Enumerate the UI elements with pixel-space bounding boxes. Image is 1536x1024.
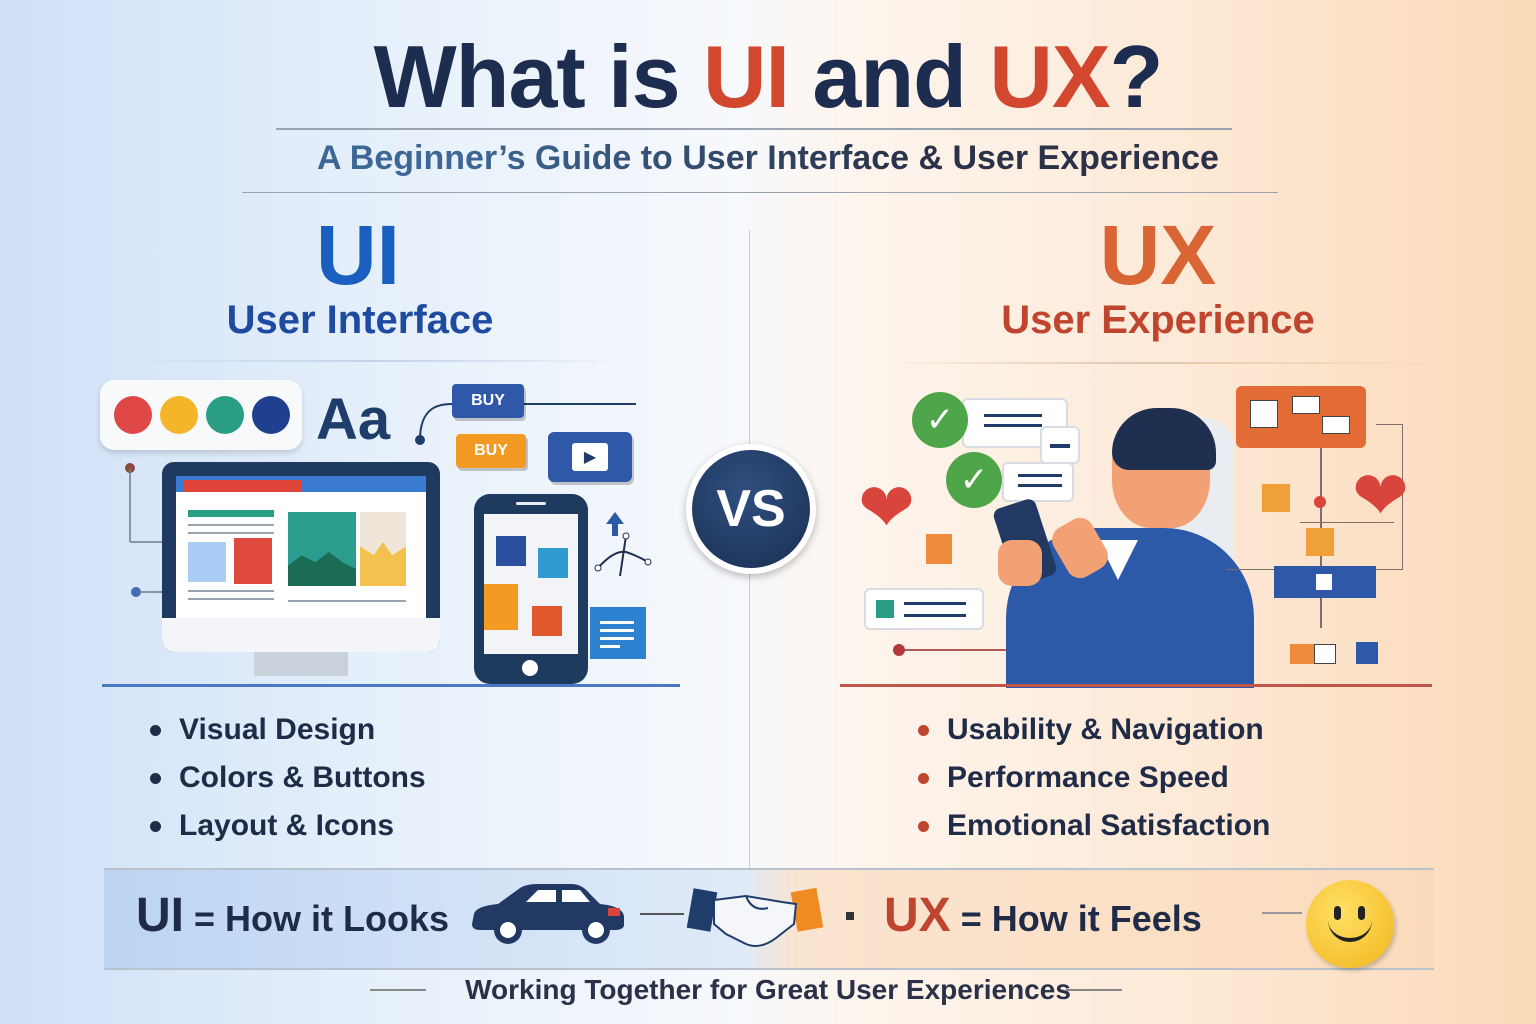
ui-top-rule <box>110 360 630 362</box>
ui-key: UI <box>136 889 184 942</box>
connector-lines-left <box>125 463 164 597</box>
video-player: ▶ <box>548 432 632 482</box>
color-palette <box>100 380 302 450</box>
bullet-icon <box>918 772 929 784</box>
ui-heading: UI <box>316 208 400 302</box>
list-item: Layout & Icons <box>150 802 426 850</box>
connector-line <box>640 913 684 915</box>
check-icon: ✓ <box>912 392 968 448</box>
wireframe-block <box>1236 386 1366 448</box>
heart-icon: ❤ <box>1352 458 1409 534</box>
ux-bottom-rule <box>840 684 1432 687</box>
minus-bubble <box>1040 426 1080 464</box>
list-item: Visual Design <box>150 706 426 754</box>
list-item: Usability & Navigation <box>918 706 1270 754</box>
smiley-icon <box>1306 880 1394 968</box>
ui-bullet-list: Visual Design Colors & Buttons Layout & … <box>150 706 426 850</box>
message-bubble <box>1002 462 1074 502</box>
title-text: What is <box>373 27 703 126</box>
ux-subheading: User Experience <box>1001 298 1315 342</box>
page-subtitle: A Beginner’s Guide to User Interface & U… <box>0 136 1536 180</box>
orange-tag <box>926 534 952 564</box>
chat-bubble <box>864 588 984 630</box>
vector-pen-icon <box>594 512 652 577</box>
flow-node <box>1262 484 1290 512</box>
ui-bottom-rule <box>102 684 680 687</box>
title-rule <box>276 128 1232 130</box>
monitor-stand <box>254 652 348 676</box>
flow-node <box>1306 528 1334 556</box>
separator-dot <box>846 912 854 920</box>
typography-icon: Aa <box>316 387 391 452</box>
ui-equation: UI = How it Looks <box>136 886 449 949</box>
ui-subheading: User Interface <box>226 298 494 342</box>
timeline-line <box>896 649 1006 651</box>
phone-home-button <box>522 660 538 676</box>
ux-bullet-list: Usability & Navigation Performance Speed… <box>918 706 1270 850</box>
desktop-monitor <box>162 462 440 652</box>
title-question-mark: ? <box>1109 27 1164 126</box>
footer-rule-right <box>1066 989 1122 991</box>
bullet-icon <box>918 820 929 832</box>
subtitle-rule <box>242 192 1278 193</box>
buy-button-orange: BUY <box>456 434 526 468</box>
vs-badge: VS <box>686 444 816 574</box>
color-swatch-blue <box>252 396 290 434</box>
flow-dot <box>1314 496 1326 508</box>
monitor-chin <box>162 618 440 652</box>
ux-top-rule <box>880 362 1436 364</box>
color-swatch-yellow <box>160 396 198 434</box>
buy-button-blue: BUY <box>452 384 524 418</box>
footer-rule-left <box>370 989 426 991</box>
heart-icon: ❤ <box>858 470 915 546</box>
bullet-icon <box>918 724 929 736</box>
ux-equation: UX = How it Feels <box>884 886 1202 949</box>
timeline-dot <box>893 644 905 656</box>
title-text: and <box>788 27 990 126</box>
handshake-icon <box>686 887 824 947</box>
ui-meaning: = How it Looks <box>194 898 450 939</box>
bullet-icon <box>150 820 161 832</box>
ux-meaning: = How it Feels <box>960 898 1202 939</box>
monitor-screen <box>176 476 426 618</box>
bullet-icon <box>150 772 161 784</box>
ux-heading: UX <box>1099 208 1217 302</box>
flow-node <box>1290 644 1314 664</box>
connector-line <box>1262 912 1302 914</box>
list-item: Colors & Buttons <box>150 754 426 802</box>
person-hand <box>998 540 1042 586</box>
connector-line <box>415 403 636 445</box>
smartphone <box>474 494 588 684</box>
list-item: Emotional Satisfaction <box>918 802 1270 850</box>
person-hair <box>1112 408 1216 470</box>
page-title: What is UI and UX? <box>0 22 1536 132</box>
vs-text: VS <box>692 450 810 568</box>
flow-node-blue <box>1274 566 1376 598</box>
color-swatch-green <box>206 396 244 434</box>
play-icon: ▶ <box>572 443 608 471</box>
footer-tagline: Working Together for Great User Experien… <box>465 974 1071 1005</box>
check-icon: ✓ <box>946 452 1002 508</box>
flow-node <box>1314 644 1336 664</box>
color-swatch-red <box>114 396 152 434</box>
list-item: Performance Speed <box>918 754 1270 802</box>
document-card <box>590 607 646 659</box>
title-ui: UI <box>702 27 790 126</box>
ux-key: UX <box>884 889 951 942</box>
flow-node-blue <box>1356 642 1378 664</box>
car-icon <box>472 884 624 944</box>
title-ux: UX <box>989 27 1110 126</box>
phone-screen <box>484 514 578 654</box>
bullet-icon <box>150 724 161 736</box>
